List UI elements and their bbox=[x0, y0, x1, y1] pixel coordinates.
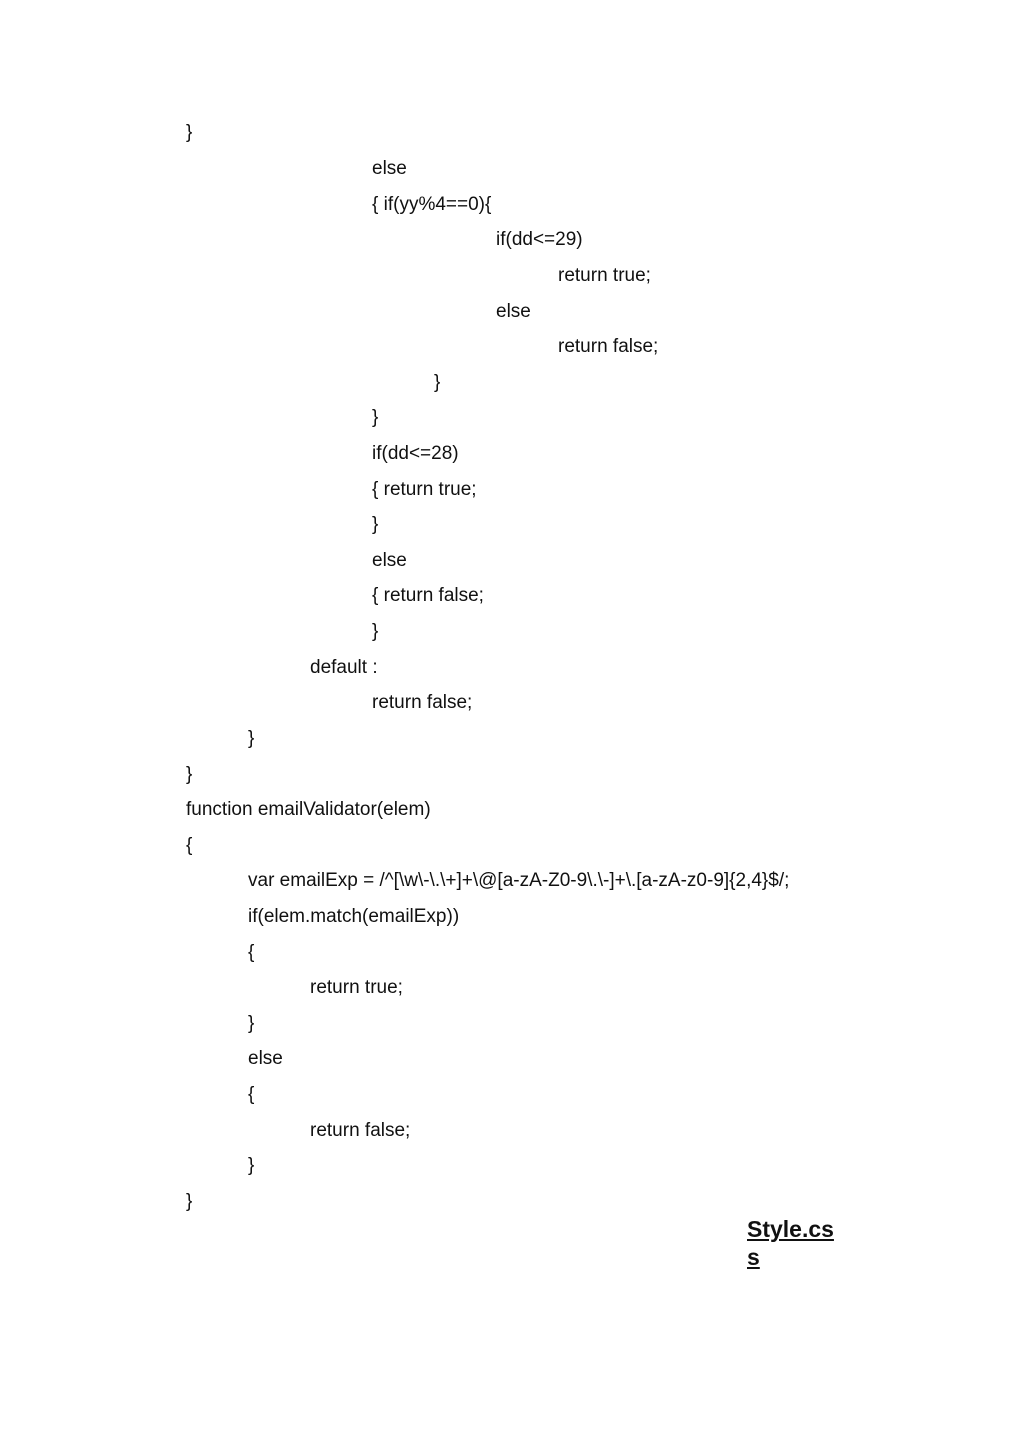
code-line: if(dd<=28) bbox=[372, 443, 459, 464]
code-line: var emailExp = /^[\w\-\.\+]+\@[a-zA-Z0-9… bbox=[248, 870, 790, 891]
code-line: { return true; bbox=[372, 479, 477, 500]
code-line: } bbox=[248, 1013, 255, 1034]
code-line: else bbox=[372, 158, 407, 179]
code-line: } bbox=[372, 407, 379, 428]
code-line: { bbox=[248, 942, 255, 963]
code-line: } bbox=[434, 372, 441, 393]
code-line: } bbox=[372, 621, 379, 642]
code-line: return true; bbox=[558, 265, 651, 286]
code-line: return false; bbox=[310, 1120, 411, 1141]
code-line: default : bbox=[310, 657, 378, 678]
section-heading: Style.css bbox=[747, 1216, 834, 1270]
code-line: { bbox=[248, 1084, 255, 1105]
code-line: } bbox=[186, 122, 193, 143]
code-line: else bbox=[372, 550, 407, 571]
code-line: return false; bbox=[558, 336, 659, 357]
code-line: if(elem.match(emailExp)) bbox=[248, 906, 460, 927]
code-line: } bbox=[248, 1155, 255, 1176]
code-line: } bbox=[248, 728, 255, 749]
code-line: else bbox=[496, 301, 531, 322]
code-line: { bbox=[186, 835, 193, 856]
code-line: return false; bbox=[372, 692, 473, 713]
code-line: if(dd<=29) bbox=[496, 229, 583, 250]
code-line: { if(yy%4==0){ bbox=[372, 194, 492, 215]
code-line: { return false; bbox=[372, 585, 484, 606]
code-line: function emailValidator(elem) bbox=[186, 799, 431, 820]
code-line: return true; bbox=[310, 977, 403, 998]
code-line: else bbox=[248, 1048, 283, 1069]
code-line: } bbox=[186, 1191, 193, 1212]
code-line: } bbox=[372, 514, 379, 535]
code-line: } bbox=[186, 764, 193, 785]
